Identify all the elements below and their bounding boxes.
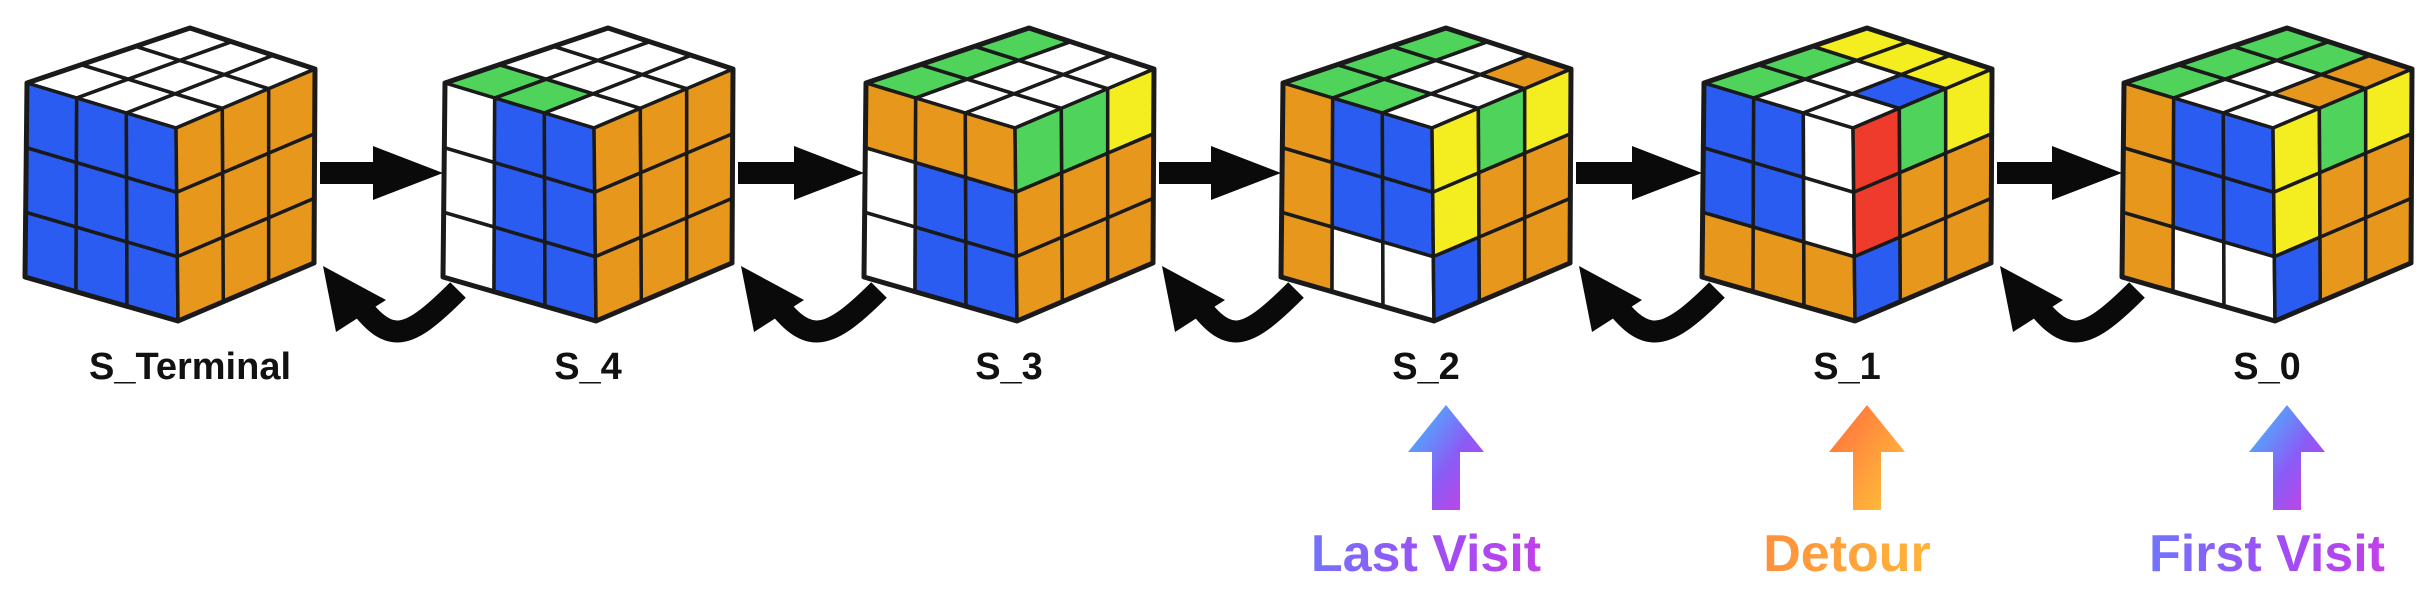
cube <box>22 25 318 324</box>
forward-arrow <box>320 146 443 200</box>
up-arrow-icon <box>1829 405 1905 510</box>
forward-arrow <box>1997 146 2122 200</box>
cube-outline <box>861 25 1157 324</box>
state-label-s-3: S_3 <box>975 346 1043 388</box>
back-arrow-head <box>1579 266 1642 332</box>
back-arrow-head <box>1162 266 1225 332</box>
back-arrow-head <box>741 266 804 332</box>
forward-arrow <box>1159 146 1281 200</box>
up-arrow-icon <box>1408 405 1484 510</box>
state-label-s-2: S_2 <box>1392 346 1460 388</box>
cube <box>1699 25 1995 324</box>
cube-outline <box>1699 25 1995 324</box>
state-label-s-terminal: S_Terminal <box>88 346 292 388</box>
state-label-s-0: S_0 <box>2233 346 2301 388</box>
cube <box>440 25 736 324</box>
back-arrow-head <box>323 266 386 332</box>
state-label-s-1: S_1 <box>1813 346 1881 388</box>
cube-outline <box>22 25 318 324</box>
last-visit-label: Last Visit <box>1246 524 1606 584</box>
detour-label: Detour <box>1667 524 2027 584</box>
forward-arrow <box>1576 146 1702 200</box>
cube <box>1278 25 1574 324</box>
transition-arrow-layer <box>320 146 2145 343</box>
cube <box>861 25 1157 324</box>
visit-marker-layer <box>1408 405 2325 510</box>
cube-outline <box>1278 25 1574 324</box>
cube-outline <box>440 25 736 324</box>
forward-arrow <box>738 146 864 200</box>
state-label-s-4: S_4 <box>554 346 622 388</box>
cube <box>2119 25 2415 324</box>
back-arrow-head <box>2000 266 2063 332</box>
first-visit-label: First Visit <box>2087 524 2422 584</box>
cube-outline <box>2119 25 2415 324</box>
cube-layer <box>22 25 2415 324</box>
up-arrow-icon <box>2249 405 2325 510</box>
